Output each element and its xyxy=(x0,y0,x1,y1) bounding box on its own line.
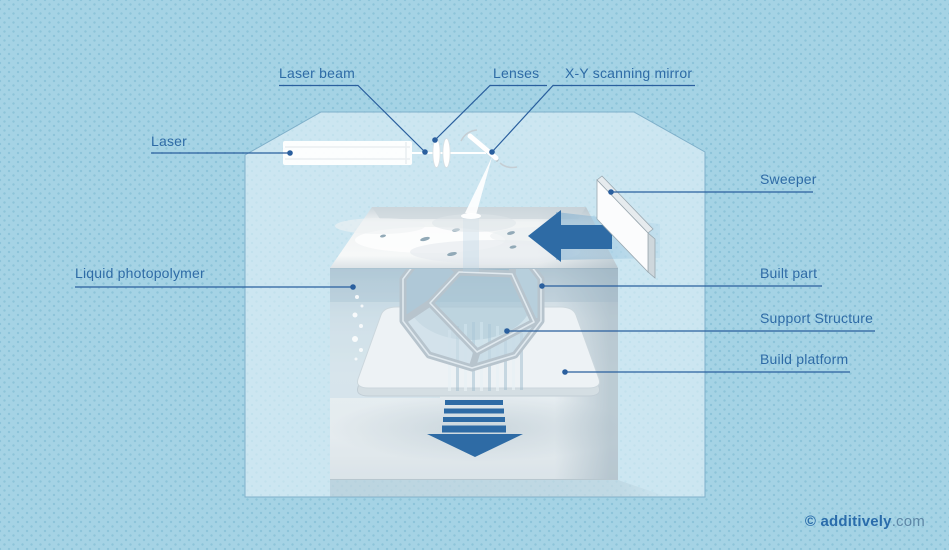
footer-domain-suffix: .com xyxy=(891,513,925,530)
label-build-platform: Build platform xyxy=(760,351,849,367)
sweeper-direction-arrow-icon xyxy=(528,210,612,262)
scanning-beam xyxy=(432,157,516,272)
label-laser-beam: Laser beam xyxy=(279,65,355,81)
lenses-optics xyxy=(432,138,451,168)
laser-unit xyxy=(283,141,412,165)
label-xy-scanning-mirror: X-Y scanning mirror xyxy=(565,65,693,81)
footer-credit: © additively.com xyxy=(805,513,925,530)
platform-down-arrow-icon xyxy=(427,400,523,457)
label-support-structure: Support Structure xyxy=(760,310,874,326)
label-built-part: Built part xyxy=(760,265,818,281)
label-liquid-photopolymer: Liquid photopolymer xyxy=(75,265,205,281)
footer-link[interactable]: © additively xyxy=(804,513,892,530)
label-sweeper: Sweeper xyxy=(760,171,817,187)
vat-floor-shadow xyxy=(330,480,668,497)
leader-lines xyxy=(75,84,875,375)
label-laser: Laser xyxy=(151,133,188,149)
bubbles xyxy=(352,295,364,361)
label-lenses: Lenses xyxy=(493,65,540,81)
